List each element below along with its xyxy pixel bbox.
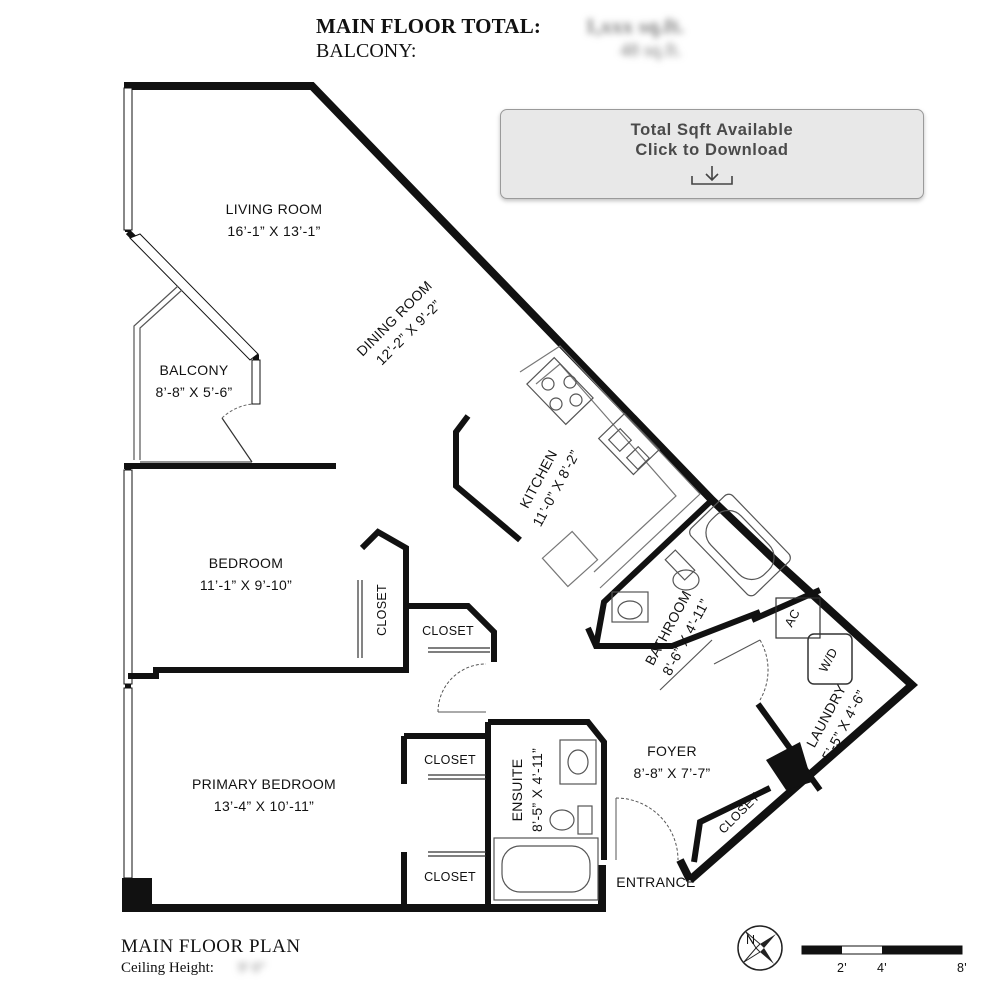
balcony-railing (133, 285, 252, 463)
scale-tick-8: 8' (957, 961, 967, 975)
balcony-door[interactable] (221, 417, 253, 463)
balcony-total-label: BALCONY: (316, 40, 417, 62)
windows (123, 87, 261, 879)
wd-name: W/D (816, 646, 840, 675)
balcony-size: 8’-8” X 5’-6” (155, 384, 232, 400)
bedroom-closet-name: CLOSET (375, 584, 389, 636)
primary-closet-2-name: CLOSET (424, 870, 476, 884)
structural-column (766, 742, 812, 790)
main-floor-total-value: 1,xxx sq.ft. (585, 14, 685, 38)
foyer-name: FOYER (647, 743, 697, 759)
compass-icon: N (737, 925, 783, 971)
bathtub-icon (689, 493, 791, 597)
floor-plan-title: MAIN FLOOR PLAN (121, 936, 301, 957)
scale-tick-4: 4' (877, 961, 887, 975)
interior-walls (128, 414, 823, 908)
balcony-name: BALCONY (159, 362, 228, 378)
scale-bar: 2' 4' 8' (801, 945, 967, 975)
primary-bedroom-size: 13’-4” X 10’-11” (214, 798, 314, 814)
primary-closet-1-name: CLOSET (424, 753, 476, 767)
foyer-size: 8’-8” X 7’-7” (633, 765, 710, 781)
bedroom-name: BEDROOM (209, 555, 283, 571)
living-room-name: LIVING ROOM (226, 201, 323, 217)
stove-icon (526, 356, 594, 426)
toilet-icon (664, 549, 700, 591)
ac-name: AC (782, 607, 803, 629)
download-line-1: Total Sqft Available (630, 121, 794, 139)
ensuite-toilet-icon (549, 805, 593, 835)
sink-icon (597, 412, 661, 476)
ensuite-size: 8’-5” X 4’-11” (529, 748, 545, 832)
primary-bedroom-name: PRIMARY BEDROOM (192, 776, 336, 792)
door-swings[interactable] (437, 639, 769, 861)
bathroom-counter (659, 639, 713, 691)
scale-tick-2: 2' (837, 961, 847, 975)
entrance-name: ENTRANCE (616, 874, 695, 890)
hall-closet-name: CLOSET (422, 624, 474, 638)
ensuite-sink-icon (559, 739, 597, 785)
ceiling-height-label: Ceiling Height: (121, 960, 214, 976)
compass-north-label: N (746, 933, 755, 947)
closet-doors (357, 580, 490, 857)
download-sqft-button[interactable]: Total Sqft Available Click to Download (500, 109, 924, 199)
washer-dryer-icon (807, 633, 853, 685)
download-icon (691, 166, 733, 185)
download-line-2: Click to Download (635, 141, 789, 159)
ensuite-name: ENSUITE (509, 759, 525, 822)
ceiling-height-value: 9' 0" (238, 960, 266, 976)
main-floor-total-label: MAIN FLOOR TOTAL: (316, 14, 542, 38)
structural-column (122, 878, 152, 912)
ac-unit (775, 597, 821, 639)
bedroom-size: 11’-1” X 9’-10” (200, 577, 292, 593)
bathroom-sink-icon (611, 591, 649, 623)
ensuite-tub-icon (493, 837, 599, 901)
balcony-total-value: 48 sq.ft. (620, 40, 682, 61)
living-room-size: 16’-1” X 13’-1” (227, 223, 320, 239)
